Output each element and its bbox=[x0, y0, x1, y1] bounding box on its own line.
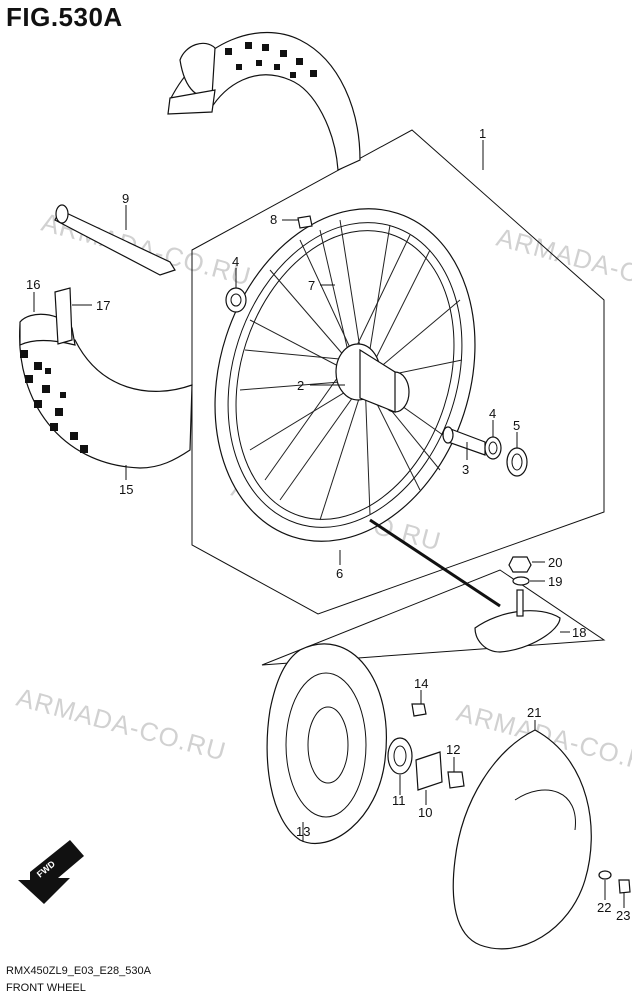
tire-upper bbox=[167, 32, 361, 171]
valve-washer bbox=[512, 576, 530, 586]
brake-disc bbox=[266, 643, 387, 845]
disc-cover bbox=[452, 729, 592, 950]
fwd-arrow: FWD bbox=[18, 840, 84, 904]
disc-nut bbox=[447, 771, 465, 789]
callout-19: 19 bbox=[548, 574, 562, 589]
assembly-outline bbox=[191, 129, 605, 615]
cover-bolt bbox=[618, 879, 631, 894]
leader-lines bbox=[33, 140, 625, 908]
callout-3: 3 bbox=[462, 462, 469, 477]
tire-lower bbox=[19, 313, 193, 469]
disc-spacer bbox=[415, 751, 443, 791]
callout-21: 21 bbox=[527, 705, 541, 720]
callout-11: 11 bbox=[392, 793, 406, 808]
front-axle bbox=[54, 204, 176, 276]
callout-12: 12 bbox=[446, 742, 460, 757]
rim-band bbox=[54, 287, 73, 345]
bearing-right bbox=[484, 436, 502, 460]
disc-bolt bbox=[411, 703, 427, 717]
callout-numbers: 1 2 3 4 4 5 6 7 8 9 10 11 12 13 14 15 16… bbox=[26, 126, 630, 923]
callout-18: 18 bbox=[572, 625, 586, 640]
cover-washer bbox=[598, 870, 612, 880]
callout-5: 5 bbox=[513, 418, 520, 433]
valve-leader bbox=[369, 518, 501, 608]
callout-4: 4 bbox=[232, 254, 239, 269]
callout-20: 20 bbox=[548, 555, 562, 570]
figure-title: FIG.530A bbox=[6, 2, 123, 32]
callout-22: 22 bbox=[597, 900, 611, 915]
valve-nut bbox=[508, 556, 532, 573]
callout-16: 16 bbox=[26, 277, 40, 292]
tube bbox=[474, 589, 561, 653]
callout-7: 7 bbox=[308, 278, 315, 293]
brake-group-outline bbox=[261, 569, 606, 666]
callout-13: 13 bbox=[296, 824, 310, 839]
callout-6: 6 bbox=[336, 566, 343, 581]
callout-17: 17 bbox=[96, 298, 110, 313]
oil-seal bbox=[506, 447, 528, 477]
watermark: ARMADA-CO.RU bbox=[493, 222, 632, 307]
watermark: ARMADA-CO.RU bbox=[13, 682, 229, 767]
callout-15: 15 bbox=[119, 482, 133, 497]
wheel-hub bbox=[335, 343, 410, 413]
spoke-nipple bbox=[297, 215, 313, 229]
callout-8: 8 bbox=[270, 212, 277, 227]
callout-1: 1 bbox=[479, 126, 486, 141]
disc-oil-seal bbox=[387, 737, 413, 775]
callout-9: 9 bbox=[122, 191, 129, 206]
diagram-code: RMX450ZL9_E03_E28_530A bbox=[6, 965, 151, 977]
callout-14: 14 bbox=[414, 676, 428, 691]
callout-10: 10 bbox=[418, 805, 432, 820]
callout-23: 23 bbox=[616, 908, 630, 923]
bearing-left bbox=[225, 287, 247, 313]
callout-4b: 4 bbox=[489, 406, 496, 421]
diagram-name: FRONT WHEEL bbox=[6, 982, 86, 994]
callout-2: 2 bbox=[297, 378, 304, 393]
